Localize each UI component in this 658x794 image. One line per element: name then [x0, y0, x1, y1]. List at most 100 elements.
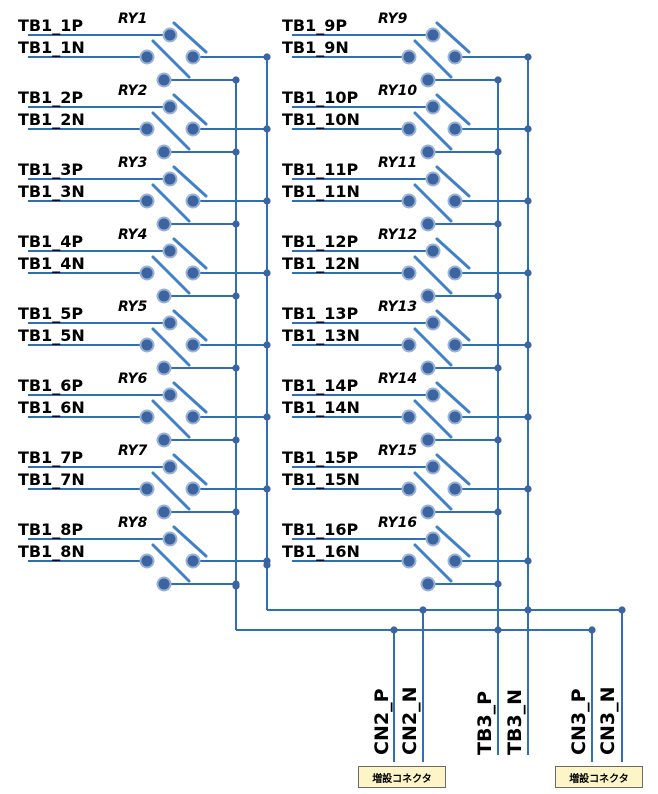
- relay-8-p-switch-blade: [172, 525, 208, 558]
- relay-12-n-contact-out: [447, 265, 463, 281]
- relay-4-p-contact-out: [156, 288, 172, 304]
- tb3-p-junction: [494, 626, 502, 634]
- relay-16-n-switch-blade: [413, 543, 453, 583]
- relay-1-n-bus-junction: [263, 53, 271, 61]
- relay-2-p-contact-in: [162, 99, 178, 115]
- relay-15-p-bus-junction: [494, 508, 502, 516]
- relay-7-n-bus-junction: [263, 485, 271, 493]
- relay-13-p-contact-out: [420, 360, 436, 376]
- relay-1-p-bus-junction: [232, 76, 240, 84]
- relay-3-p-contact-in: [162, 171, 178, 187]
- relay-7-p-contact-in: [162, 459, 178, 475]
- relay-2-p-label: TB1_2P: [18, 88, 83, 107]
- relay-4-p-bus-junction: [232, 292, 240, 300]
- relay-6-n-contact-out: [185, 409, 201, 425]
- relay-15-p-contact-out: [420, 504, 436, 520]
- relay-5-n-label: TB1_5N: [18, 326, 85, 345]
- relay-5-n-contact-out: [185, 337, 201, 353]
- relay-11-n-label: TB1_11N: [282, 182, 360, 201]
- relay-13-p-bus-junction: [494, 364, 502, 372]
- relay-7-p-bus-junction: [232, 508, 240, 516]
- relay-7-p-label: TB1_7P: [18, 448, 83, 467]
- relay-11-n-switch-blade: [413, 183, 453, 223]
- relay-6-p-contact-in: [162, 387, 178, 403]
- connector-box-cn3: 増設コネクタ: [555, 766, 643, 788]
- relay-3-p-contact-out: [156, 216, 172, 232]
- relay-9-n-label: TB1_9N: [282, 38, 349, 57]
- relay-12-n-bus-junction: [524, 269, 532, 277]
- cn2-p-junction: [390, 626, 398, 634]
- relay-6-n-bus-junction: [263, 413, 271, 421]
- relay-9-p-switch-blade: [435, 21, 471, 54]
- relay-11-n-contact-in: [401, 193, 417, 209]
- relay-13-n-contact-out: [447, 337, 463, 353]
- relay-2-n-contact-out: [185, 121, 201, 137]
- relay-14-p-contact-in: [425, 387, 441, 403]
- cn2-p-label: CN2_P: [371, 688, 393, 755]
- relay-10-n-bus-junction: [524, 125, 532, 133]
- connector-box-cn3-label: 増設コネクタ: [569, 773, 629, 785]
- relay-9-name: RY9: [378, 11, 408, 27]
- relay-10-p-bus-junction: [494, 148, 502, 156]
- relay-14-p-bus-junction: [494, 436, 502, 444]
- relay-12-n-switch-blade: [413, 255, 453, 295]
- relay-6-name: RY6: [118, 371, 148, 387]
- relay-10-p-contact-in: [425, 99, 441, 115]
- relay-6-p-contact-out: [156, 432, 172, 448]
- relay-10-p-contact-out: [420, 144, 436, 160]
- relay-3-p-label: TB1_3P: [18, 160, 83, 179]
- relay-16-p-contact-in: [425, 531, 441, 547]
- relay-13-n-label: TB1_13N: [282, 326, 360, 345]
- relay-9-n-contact-in: [401, 49, 417, 65]
- relay-16-n-label: TB1_16N: [282, 542, 360, 561]
- relay-12-p-bus-junction: [494, 292, 502, 300]
- relay-15-n-switch-blade: [413, 471, 453, 511]
- relay-5-n-contact-in: [139, 337, 155, 353]
- relay-7-n-contact-out: [185, 481, 201, 497]
- connector-box-cn2: 増設コネクタ: [358, 766, 446, 788]
- relay-1-p-contact-in: [162, 27, 178, 43]
- relay-1-n-contact-out: [185, 49, 201, 65]
- relay-2-p-switch-blade: [172, 93, 208, 126]
- relay-10-n-label: TB1_10N: [282, 110, 360, 129]
- relay-3-n-contact-out: [185, 193, 201, 209]
- relay-15-name: RY15: [378, 443, 417, 459]
- relay-15-p-contact-in: [425, 459, 441, 475]
- relay-16-name: RY16: [378, 515, 417, 531]
- relay-3-n-bus-junction: [263, 197, 271, 205]
- relay-1-n-contact-in: [139, 49, 155, 65]
- relay-14-n-bus-junction: [524, 413, 532, 421]
- relay-6-p-label: TB1_6P: [18, 376, 83, 395]
- relay-16-p-bus-junction: [494, 580, 502, 588]
- relay-8-p-label: TB1_8P: [18, 520, 83, 539]
- relay-16-p-label: TB1_16P: [282, 520, 359, 539]
- relay-13-p-switch-blade: [435, 309, 471, 342]
- relay-3-name: RY3: [118, 155, 147, 171]
- relay-13-n-contact-in: [401, 337, 417, 353]
- relay-2-n-label: TB1_2N: [18, 110, 85, 129]
- relay-8-n-switch-blade: [151, 543, 191, 583]
- relay-10-n-contact-in: [401, 121, 417, 137]
- relay-1-p-label: TB1_1P: [18, 16, 83, 35]
- relay-8-name: RY8: [118, 515, 148, 531]
- tb3-n-label: TB3_N: [504, 689, 526, 755]
- relay-7-name: RY7: [118, 443, 148, 459]
- relay-16-p-contact-out: [420, 576, 436, 592]
- relay-7-p-contact-out: [156, 504, 172, 520]
- relay-16-n-contact-in: [401, 553, 417, 569]
- relay-8-p-contact-out: [156, 576, 172, 592]
- relay-1-p-switch-blade: [172, 21, 208, 54]
- relay-10-p-label: TB1_10P: [282, 88, 359, 107]
- relay-6-n-contact-in: [139, 409, 155, 425]
- relay-14-n-label: TB1_14N: [282, 398, 360, 417]
- relay-7-p-switch-blade: [172, 453, 208, 486]
- relay-14-p-label: TB1_14P: [282, 376, 359, 395]
- relay-1-name: RY1: [118, 11, 147, 27]
- relay-8-n-label: TB1_8N: [18, 542, 85, 561]
- relay-10-name: RY10: [378, 83, 417, 99]
- cn3-n-label: CN3_N: [597, 687, 619, 755]
- relay-4-n-contact-in: [139, 265, 155, 281]
- cn2-n-junction: [419, 606, 427, 614]
